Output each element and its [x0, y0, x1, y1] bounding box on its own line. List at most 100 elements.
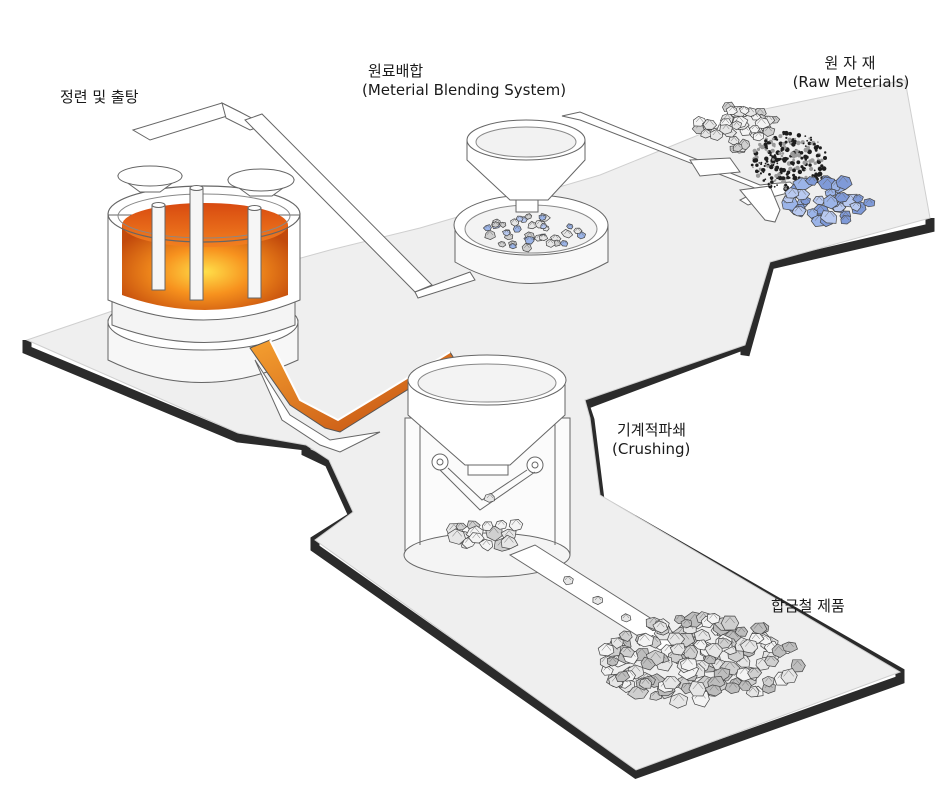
coke-particle [785, 172, 789, 176]
coke-particle [778, 134, 783, 139]
product-chunk-facet [710, 676, 720, 683]
grey-ore-chunk-facet [722, 124, 730, 130]
product-chunk-facet [685, 646, 696, 654]
grey-ore-chunk-facet [696, 117, 704, 123]
blended-chunk [566, 223, 574, 230]
conveyor-raw-to-blend [561, 111, 802, 223]
blue-ore-chunk-facet [826, 196, 836, 202]
coke-particle [804, 168, 807, 171]
coke-particle [758, 142, 762, 147]
product-chunk [618, 630, 633, 643]
conveyor-chunk-facet [564, 576, 572, 581]
coke-particle [796, 140, 801, 146]
coke-particle [771, 158, 775, 161]
blue-ore-chunk-facet [842, 215, 849, 221]
product-chunk-facet [601, 644, 612, 651]
product-chunk-facet [739, 667, 750, 674]
product-chunk [734, 626, 749, 637]
product-chunk-facet [613, 637, 622, 643]
product-chunk [680, 658, 698, 672]
product-chunk-facet [698, 630, 708, 637]
coke-particle [784, 187, 787, 190]
grey-ore-chunk-facet [734, 143, 741, 148]
coke-particle [766, 147, 769, 150]
blended-chunk-facet [504, 229, 509, 233]
product-chunk-facet [650, 651, 661, 659]
blended-material-pile [482, 212, 587, 253]
blue-ore-chunk-facet [808, 176, 816, 182]
coke-particle [796, 133, 802, 138]
product-chunk [780, 668, 798, 684]
blended-chunk-facet [547, 239, 554, 244]
blended-chunk-facet [493, 221, 498, 225]
blue-ore-chunk-facet [794, 206, 803, 212]
conveyor-chunk [592, 595, 603, 605]
product-chunk [781, 641, 798, 653]
coke-particle [800, 156, 804, 160]
product-chunk-facet [766, 655, 775, 662]
blue-ore-chunk-facet [838, 176, 848, 183]
coke-particle [815, 144, 820, 149]
blended-chunk-facet [517, 215, 522, 219]
label-crushing-ko: 기계적파쇄 [617, 421, 687, 439]
product-chunk-facet [725, 617, 735, 624]
blue-ore-chunk-facet [815, 205, 826, 212]
product-chunk-facet [652, 691, 660, 696]
blended-chunk [538, 214, 547, 222]
crushed-chunk-facet [452, 530, 462, 537]
coke-particle [777, 172, 781, 177]
coke-particle [768, 141, 771, 145]
label-product: 합금철 제품 [771, 597, 845, 615]
coke-particle [759, 172, 763, 175]
product-chunk-facet [745, 640, 755, 647]
coke-particle [767, 183, 770, 186]
crushed-chunk-facet [482, 540, 491, 546]
coke-particle [808, 163, 812, 167]
grey-ore-chunk-facet [740, 139, 749, 145]
crushed-chunk-facet [504, 530, 514, 536]
coke-particle [814, 149, 818, 152]
product-chunk-facet [719, 638, 729, 644]
coke-particle [770, 180, 774, 184]
coke-particle [778, 141, 783, 146]
smelting-furnace [107, 165, 301, 383]
product-chunk-facet [774, 645, 784, 652]
coke-particle [791, 142, 796, 147]
coke-particle [809, 166, 814, 171]
coke-particle [769, 164, 774, 170]
product-chunk [761, 675, 775, 688]
conveyor-chunk-facet [622, 614, 630, 619]
blended-chunk [521, 243, 532, 253]
product-chunk-facet [785, 641, 794, 648]
crushed-chunk [500, 534, 519, 550]
coke-particle [773, 185, 776, 188]
blue-ore-chunk-facet [837, 192, 846, 198]
product-chunk-facet [737, 627, 745, 633]
product-chunk [724, 682, 742, 694]
product-chunk-facet [709, 643, 720, 651]
product-chunk-facet [665, 675, 676, 683]
product-chunk [720, 615, 740, 631]
product-chunk-facet [674, 643, 683, 649]
product-chunk-facet [673, 694, 685, 701]
product-chunk [764, 655, 780, 668]
product-chunk-facet [751, 633, 760, 640]
product-chunk-facet [676, 614, 684, 620]
grey-ore-chunk-facet [705, 119, 714, 125]
coke-particle [818, 146, 822, 150]
product-chunk [619, 646, 635, 658]
blue-ore-chunk [784, 187, 800, 199]
coke-particle [806, 139, 809, 142]
coke-particle [797, 169, 803, 175]
blended-chunk-facet [541, 234, 546, 238]
product-chunk-facet [639, 634, 650, 641]
grey-ore-chunk [728, 135, 740, 145]
coke-particle [817, 158, 820, 161]
coke-particle [774, 179, 777, 181]
product-chunk [667, 632, 686, 646]
tapping-chute [249, 339, 456, 453]
blue-ore-chunk-facet [808, 208, 816, 214]
crushed-chunk [468, 532, 485, 544]
grey-ore-chunk-facet [724, 102, 732, 108]
